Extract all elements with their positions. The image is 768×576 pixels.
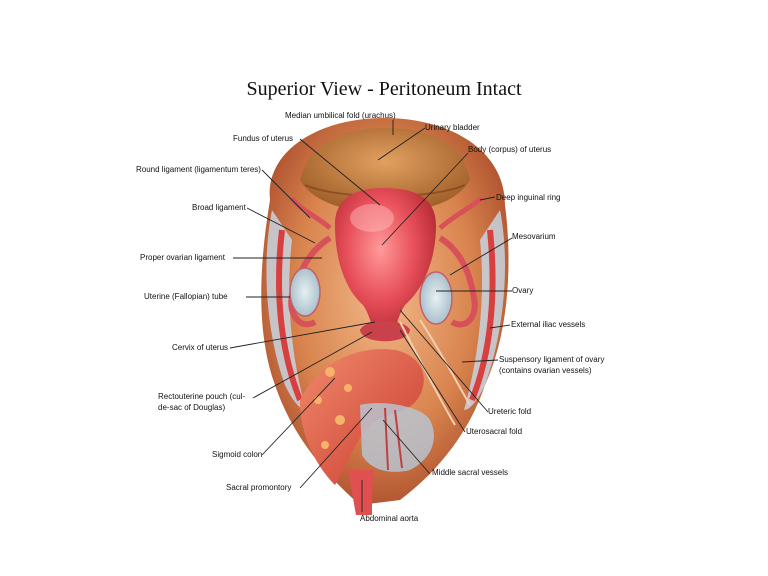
sacral-area <box>360 403 434 472</box>
label-rectouterine-pouch-sub: de-sac of Douglas) <box>158 403 226 412</box>
label-middle-sacral-vessels: Middle sacral vessels <box>432 468 509 477</box>
label-proper-ovarian-ligament: Proper ovarian ligament <box>140 253 225 262</box>
colon-appendage <box>325 367 335 377</box>
left-ovary <box>289 267 321 317</box>
label-external-iliac-vessels: External iliac vessels <box>511 320 586 329</box>
right-round-ligament <box>438 196 484 230</box>
label-mesovarium: Mesovarium <box>512 232 556 241</box>
colon-appendage <box>335 415 345 425</box>
label-body-of-uterus: Body (corpus) of uterus <box>468 145 552 154</box>
leader-sigmoid <box>261 377 336 456</box>
right-uterine-tube <box>438 235 478 328</box>
label-urinary-bladder: Urinary bladder <box>425 123 480 132</box>
leader-broad-ligament <box>246 207 316 244</box>
leader-lines <box>229 120 513 512</box>
label-suspensory-ligament: Suspensory ligament of ovary <box>499 355 605 364</box>
label-ovary: Ovary <box>512 286 534 295</box>
label-median-umbilical-fold: Median umbilical fold (urachus) <box>285 111 396 120</box>
leader-round-ligament <box>261 169 311 219</box>
label-deep-inguinal-ring: Deep inguinal ring <box>496 193 561 202</box>
label-abdominal-aorta: Abdominal aorta <box>360 514 419 523</box>
label-sacral-promontory: Sacral promontory <box>226 483 292 492</box>
uterus-shape <box>335 188 436 340</box>
label-uterine-tube: Uterine (Fallopian) tube <box>144 292 228 301</box>
label-uterosacral-fold: Uterosacral fold <box>466 427 523 436</box>
leader-suspensory <box>461 359 499 363</box>
leader-body <box>381 152 469 246</box>
colon-appendage <box>314 396 322 404</box>
label-ureteric-fold: Ureteric fold <box>488 407 532 416</box>
colon-appendage <box>344 384 352 392</box>
uterosacral-fold-line <box>399 321 456 426</box>
leader-mesovarium <box>449 237 513 276</box>
leader-urinary-bladder <box>377 127 426 161</box>
uterus-highlight <box>350 204 394 232</box>
leader-middle-sacral <box>382 419 431 475</box>
label-suspensory-ligament-sub: (contains ovarian vessels) <box>499 366 592 375</box>
left-side-wall <box>266 210 306 410</box>
right-red-band <box>469 229 496 402</box>
leader-fundus <box>299 138 381 206</box>
leader-deep-inguinal <box>479 196 496 201</box>
label-broad-ligament: Broad ligament <box>192 203 246 212</box>
leader-ureteric <box>399 309 489 413</box>
leader-external-iliac <box>489 324 511 329</box>
cervix-region <box>360 321 410 342</box>
left-round-ligament <box>289 196 332 230</box>
leader-cervix <box>229 321 376 349</box>
label-rectouterine-pouch: Rectouterine pouch (cul- <box>158 392 246 401</box>
abdominal-aorta-shape <box>348 470 374 515</box>
leader-uterosacral <box>399 329 466 433</box>
label-round-ligament: Round ligament (ligamentum teres) <box>136 165 261 174</box>
right-ovary <box>419 271 453 325</box>
label-cervix-of-uterus: Cervix of uterus <box>172 343 229 352</box>
sacral-vessels <box>384 407 403 471</box>
label-fundus-of-uterus: Fundus of uterus <box>233 134 294 143</box>
left-red-band <box>276 229 303 402</box>
colon-appendage <box>321 441 329 449</box>
leader-rectouterine <box>252 331 373 399</box>
label-sigmoid-colon: Sigmoid colon <box>212 450 263 459</box>
diagram-title: Superior View - Peritoneum Intact <box>246 78 522 100</box>
leader-sacral-promontory <box>299 407 373 489</box>
urinary-bladder-shape <box>300 128 470 212</box>
